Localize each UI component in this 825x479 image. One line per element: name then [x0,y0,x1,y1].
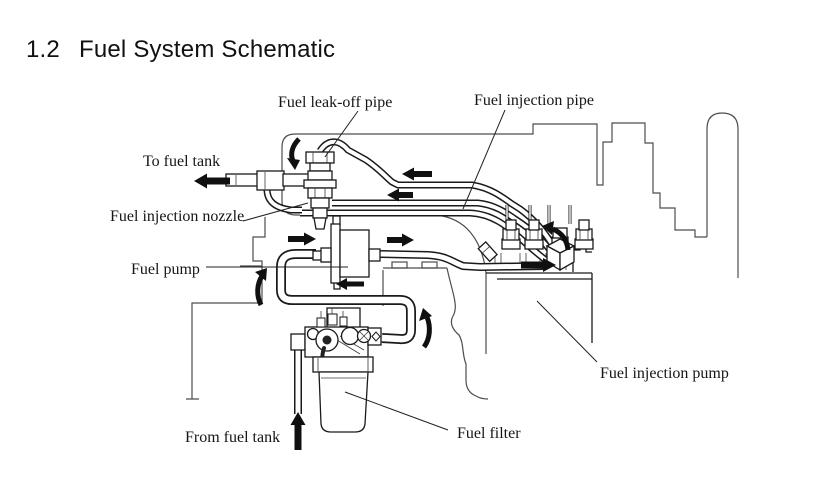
casting-tab [421,261,438,269]
low-pressure-pipes [276,249,546,414]
return-tee-fitting [256,170,285,191]
label-leak-off-pipe: Fuel leak-off pipe [278,94,392,111]
section-number: 1.2 [26,36,60,63]
filter-bolt [327,313,338,326]
filter-bolt [316,317,326,328]
callout-labels: Fuel leak-off pipe Fuel injection pipe T… [110,92,729,446]
injection-pump-body [486,272,593,343]
dipstick-tube [706,112,739,278]
bleed-screw [477,241,498,263]
banjo-fitting [545,238,576,272]
delivery-holder [524,219,544,250]
section-title: 1.2 Fuel System Schematic [26,36,335,64]
pump-body [339,229,370,278]
label-injection-pump: Fuel injection pump [600,365,729,382]
leader-injection-nozzle [242,202,309,222]
leader-fuel-filter [344,391,449,431]
leader-leak-off-pipe [324,110,359,158]
engine-lower-contour [446,267,489,400]
delivery-holder [574,219,594,250]
label-fuel-pump: Fuel pump [131,261,200,278]
casting-tab [391,261,408,269]
arrow-banjo-curved [542,221,571,251]
arrow-filter-out-curved [419,308,432,349]
filter-inlet-fitting [290,333,306,351]
fuel-injection-pump [486,244,593,343]
engine-front-edge [186,217,266,400]
leader-lines [206,109,598,431]
label-fuel-filter: Fuel filter [457,425,521,442]
nozzle-tip [313,217,327,230]
return-to-tank-assembly [225,170,313,214]
leader-injection-pump [536,300,598,363]
return-pipe-stub [225,173,259,187]
filter-outlet-mark [371,331,381,342]
fuel-cock-hole [322,335,332,345]
arrow-pump-inlet [288,232,316,246]
pump-outlet-fitting [368,248,381,262]
label-to-fuel-tank: To fuel tank [143,153,220,170]
nozzle-lower [310,197,330,209]
filter-plug [340,326,360,346]
fuel-injection-nozzle [303,151,337,230]
filter-bolt [339,316,348,327]
nozzle-holder [312,207,328,219]
arrow-riser-curved [255,268,267,307]
engine-silhouette [186,112,739,400]
filter-collar [312,356,374,373]
arrow-leak-off-lower [387,188,413,202]
leader-injection-pipe [462,109,506,210]
nozzle-banjo-nut [305,151,335,164]
arrow-pump-outlet [387,233,414,247]
cylinder-head-outline [281,122,707,238]
pump-mounting-flange [330,223,341,284]
nozzle-upper [309,162,331,172]
arrow-nozzle-return-curved [287,137,301,170]
nozzle-hex [307,170,333,181]
fuel-pump [312,215,381,290]
arrow-to-tank [194,173,230,189]
delivery-holder [501,219,521,250]
section-title-text: Fuel System Schematic [78,36,336,63]
arrow-under-pump [336,278,364,290]
fuel-filter [290,307,382,433]
arrow-from-tank [290,412,306,450]
arrow-injection-pump-inlet [521,258,556,272]
pump-inlet-fitting [320,247,332,263]
flow-arrows [194,137,571,450]
arrow-leak-off-upper [402,167,432,181]
label-injection-nozzle: Fuel injection nozzle [110,208,244,225]
label-injection-pipe: Fuel injection pipe [474,92,594,109]
nozzle-retaining-nut [307,187,333,199]
filter-bowl [318,371,369,433]
label-from-fuel-tank: From fuel tank [185,429,280,446]
nozzle-ring [303,179,337,189]
